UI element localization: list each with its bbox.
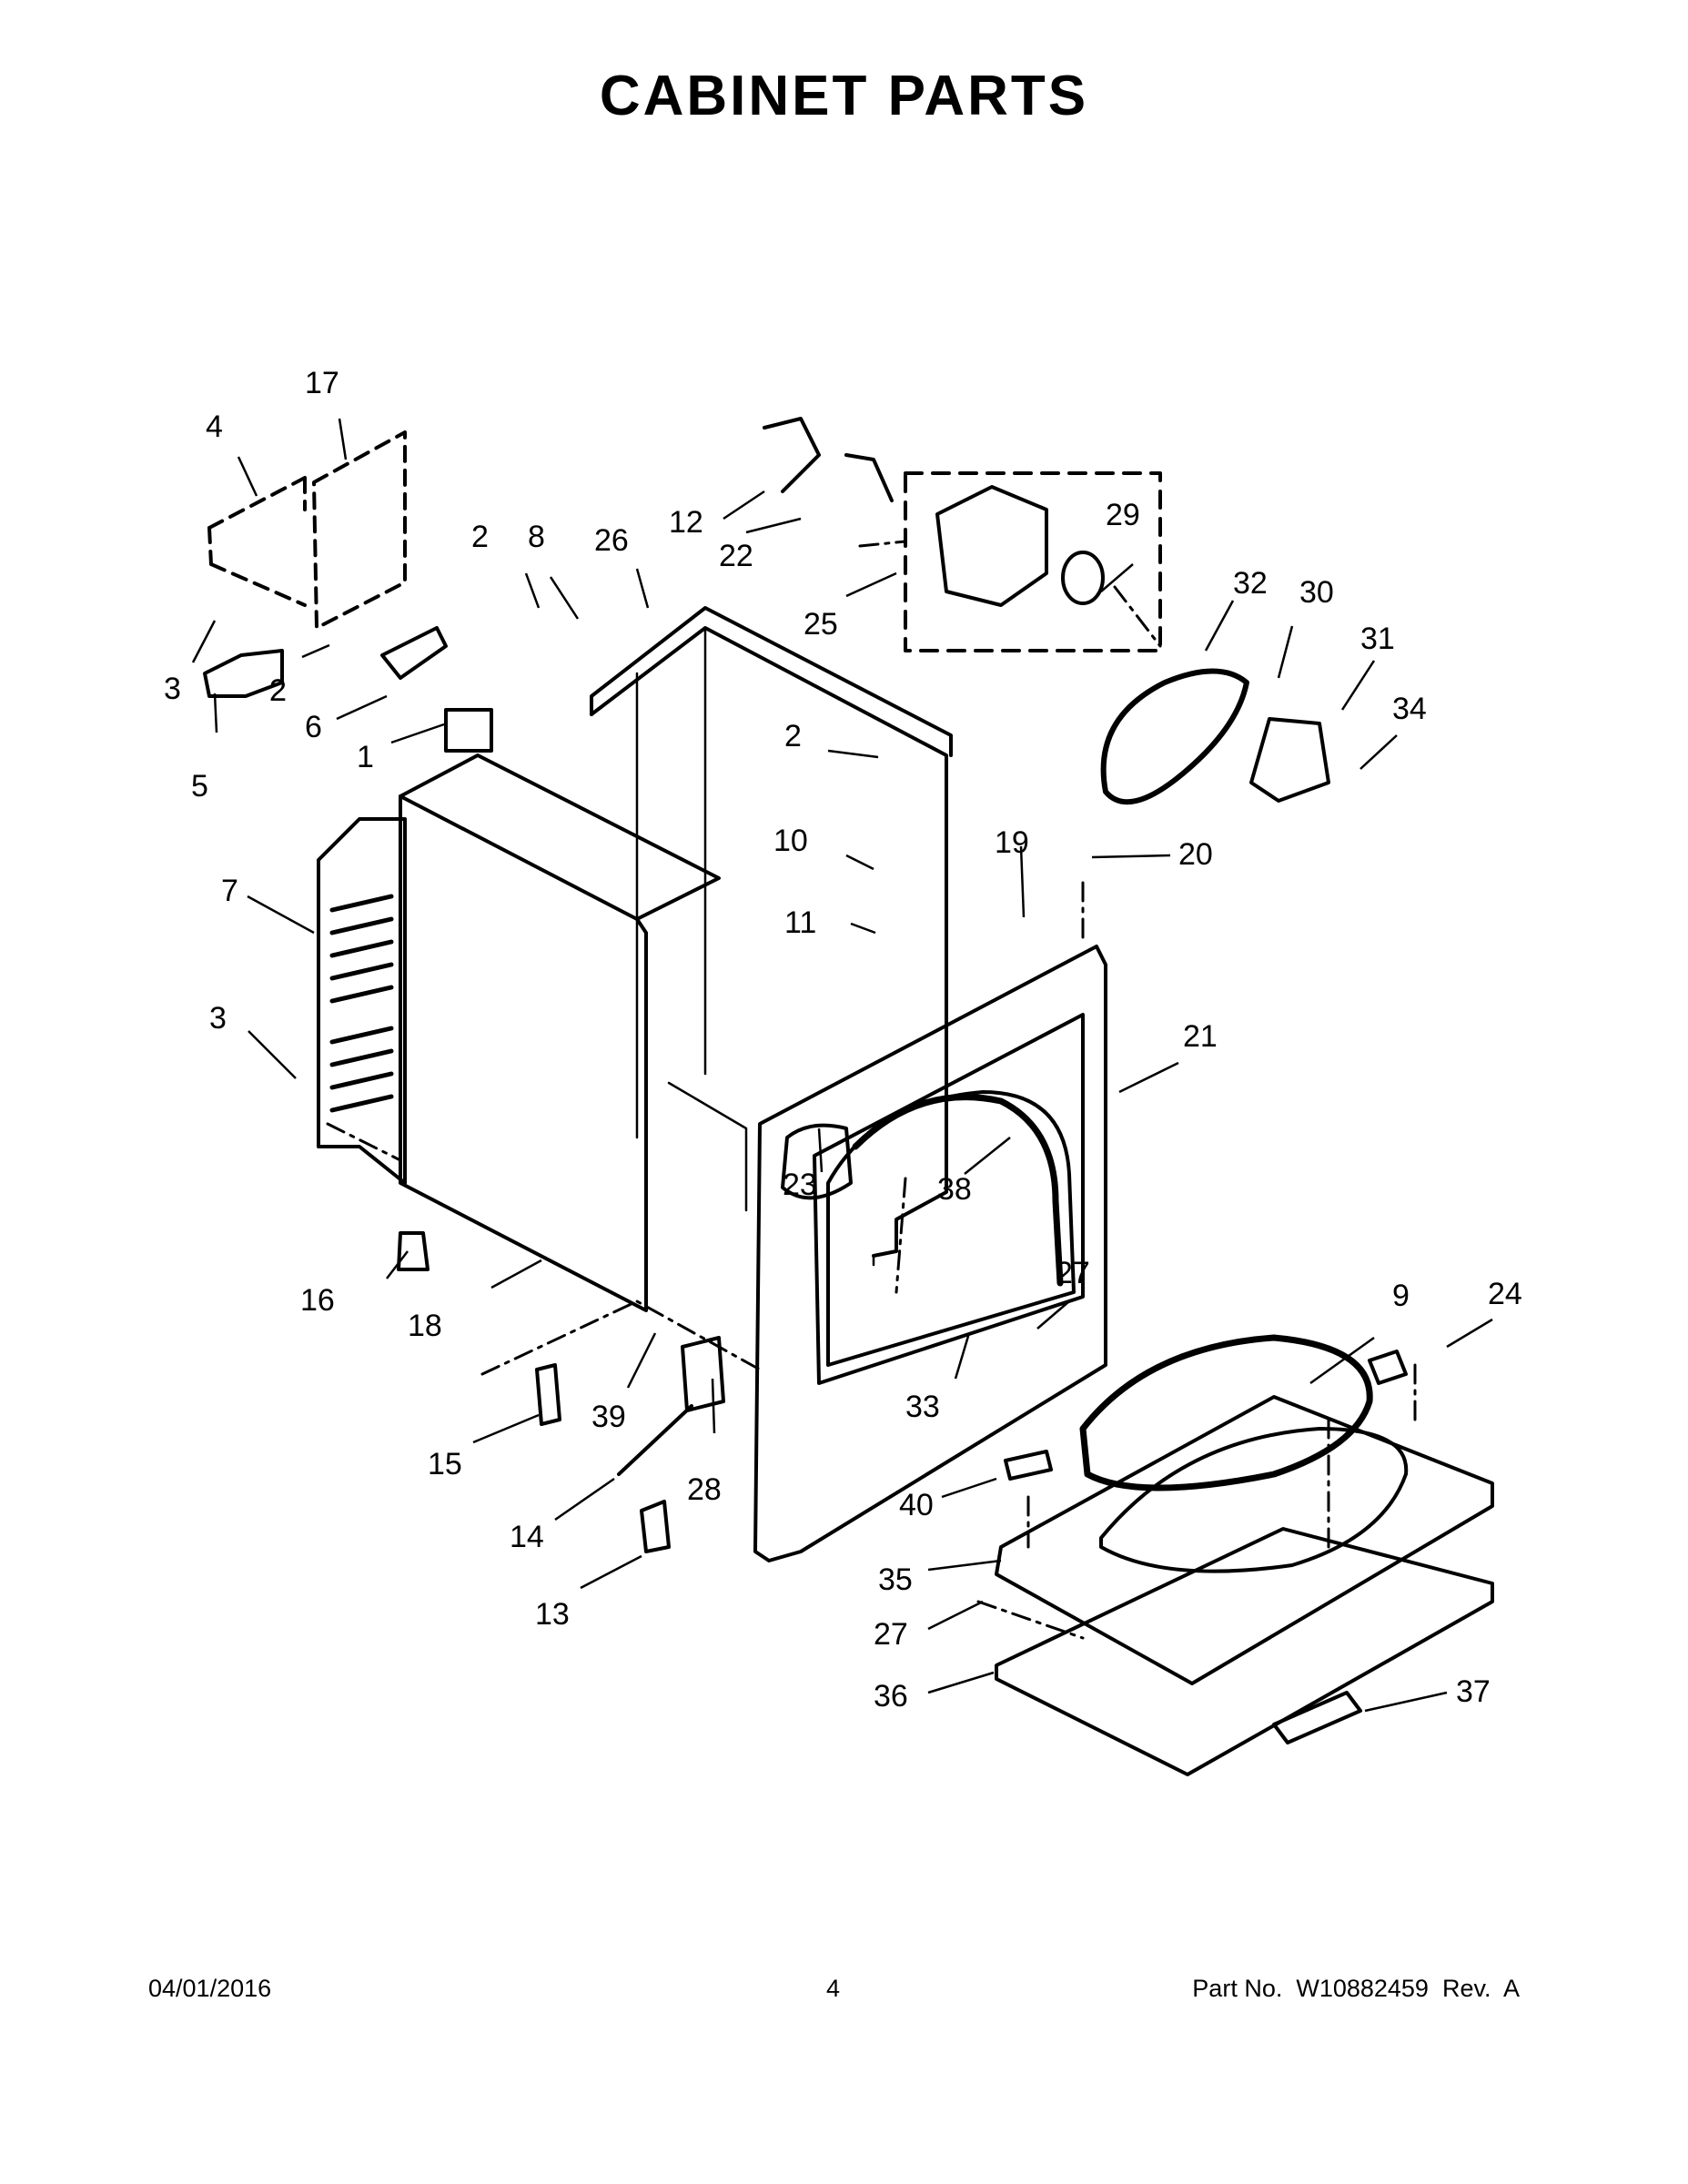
callout-3a: 3 [164,672,181,706]
alignment-lines [326,540,1417,1640]
front-panel [753,945,1107,1562]
callout-30: 30 [1299,575,1334,610]
footer-part-number: Part No. W10882459 Rev. A [1192,1975,1520,2002]
cabinet-line-drawing [203,417,1494,1776]
callout-35: 35 [878,1562,913,1597]
hinge-28 [681,1336,725,1412]
motor-pulley-29 [1061,551,1105,605]
bracket-6 [380,626,448,680]
strike-40 [1004,1450,1053,1481]
callout-3b: 3 [209,1001,227,1036]
callout-32: 32 [1233,566,1268,601]
door-switch-area [781,1123,853,1200]
callout-26: 26 [594,523,629,558]
callout-6: 6 [305,710,322,744]
drive-belt-32 [1100,668,1249,805]
callout-16: 16 [300,1283,335,1318]
leader-arrows [191,418,1493,1713]
callout-20: 20 [1178,837,1213,872]
callout-37: 37 [1456,1674,1491,1709]
motor-mount-clips [763,417,894,502]
door-inner-ring [1099,1427,1409,1573]
callout-2c: 2 [269,673,287,708]
latch-24 [1368,1350,1408,1385]
callout-27a: 27 [1056,1256,1090,1290]
callout-10: 10 [773,824,808,858]
door-seal-38 [852,1094,1064,1287]
callout-19: 19 [995,825,1029,860]
callout-7: 7 [221,874,238,908]
cabinet-left-side-top [399,753,721,921]
door-gasket-9 [1079,1334,1373,1491]
foot-16 [397,1231,430,1271]
callout-8: 8 [528,520,545,554]
callout-27b: 27 [874,1617,908,1652]
footer-page-number: 4 [826,1975,841,2002]
callout-40: 40 [899,1488,934,1522]
label-1 [444,708,493,753]
rear-panel [317,817,407,1185]
callout-22: 22 [719,539,753,573]
callout-11: 11 [784,905,816,940]
motor-group-box [904,471,1162,652]
part-group-17-box [312,430,407,630]
bracket-15 [535,1363,561,1426]
callout-29: 29 [1106,498,1140,532]
cabinet-left-side-panel [399,794,648,1312]
front-panel-inner [813,1013,1085,1385]
callout-28: 28 [687,1472,722,1507]
spring-14 [617,1404,693,1476]
callout-2a: 2 [269,673,287,708]
guide-37 [1272,1691,1362,1744]
callout-labels: 1 2 2 2 2 3 3 4 5 6 7 8 9 10 11 12 13 14… [164,366,1522,1714]
callout-13: 13 [535,1597,570,1632]
callout-38: 38 [937,1172,972,1207]
callout-31: 31 [1360,622,1395,656]
callout-21: 21 [1183,1019,1218,1054]
rear-panel-louvers [329,894,394,1113]
callout-14: 14 [510,1520,544,1554]
part-group-4-box [207,476,307,607]
callout-1: 1 [357,740,374,774]
cabinet-rear-top-edge [590,606,953,757]
callout-17: 17 [305,366,339,400]
bracket-5 [203,649,284,698]
callout-33: 33 [905,1390,940,1424]
callout-23: 23 [783,1168,817,1202]
cabinet-interior-edges [635,626,875,1267]
callout-34: 34 [1392,692,1427,726]
page-title: CABINET PARTS [599,65,1089,127]
callout-4: 4 [206,410,223,444]
callout-12: 12 [669,505,703,540]
callout-9: 9 [1392,1279,1410,1313]
callout-25: 25 [804,607,838,642]
base-frame-35 [995,1395,1494,1685]
footer-date: 04/01/2016 [148,1975,272,2002]
callout-18: 18 [408,1309,442,1343]
callout-2d: 2 [784,719,802,753]
drive-motor-25 [935,485,1048,607]
callout-36: 36 [874,1679,908,1714]
callout-24: 24 [1488,1277,1522,1311]
bottom-panel-36 [995,1527,1494,1776]
callout-2b: 2 [471,520,489,554]
idler-bracket-31 [1249,717,1330,803]
callout-5: 5 [191,769,208,804]
callout-15: 15 [428,1447,462,1481]
clip-13 [640,1500,671,1553]
callout-39: 39 [591,1400,626,1434]
